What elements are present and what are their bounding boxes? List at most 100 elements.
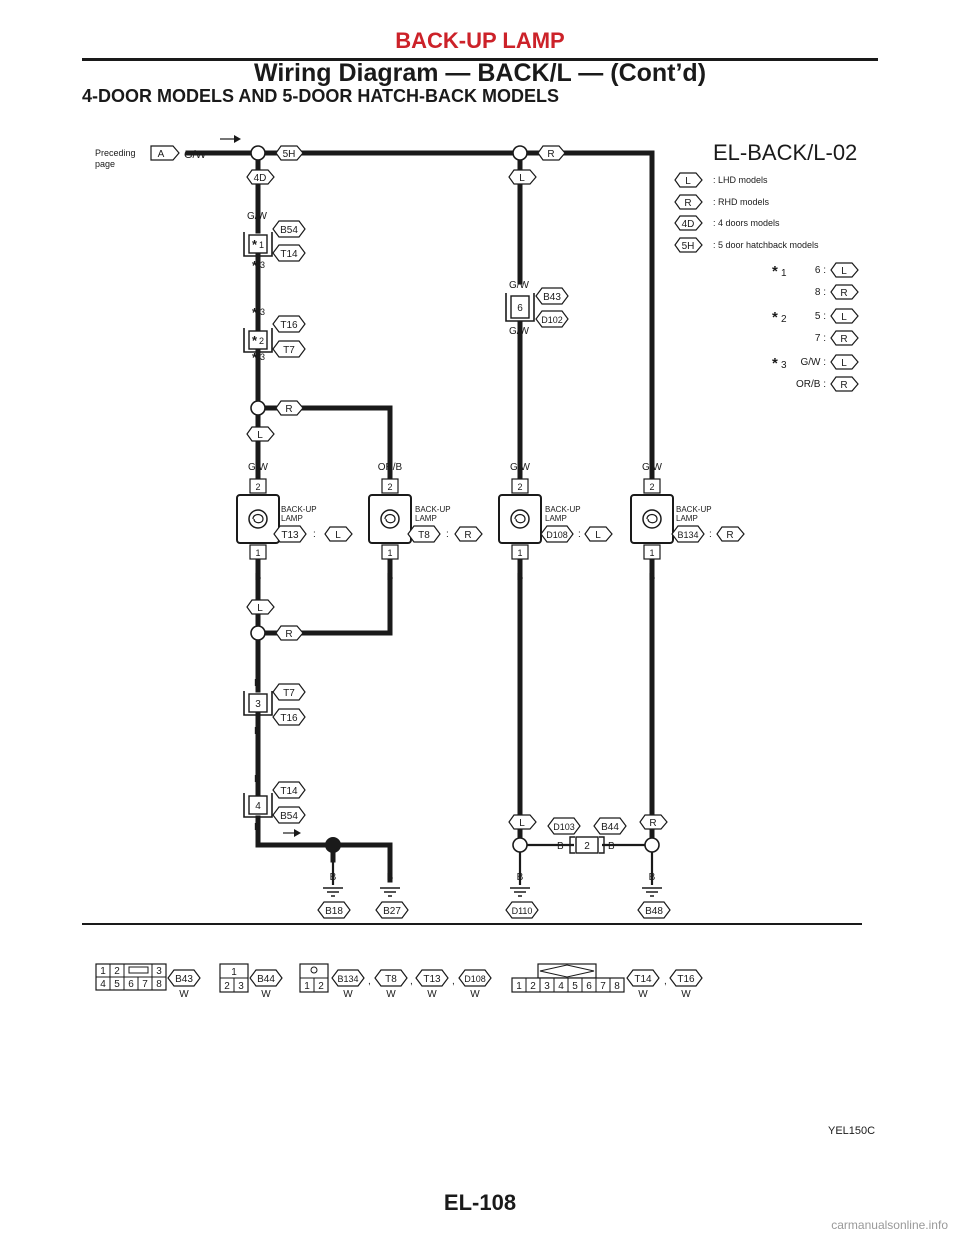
conn-tag-b44: B44 <box>593 817 627 835</box>
connector-b54-t14: *1 <box>243 232 273 257</box>
svg-text:6: 6 <box>586 981 592 992</box>
svg-text:T14: T14 <box>634 974 652 985</box>
svg-text:: 5 door hatchback models: : 5 door hatchback models <box>713 240 819 250</box>
svg-text:1: 1 <box>304 981 310 992</box>
watermark: carmanualsonline.info <box>831 1218 948 1232</box>
svg-text:L: L <box>841 358 847 369</box>
svg-text:1: 1 <box>781 268 787 279</box>
svg-text:2: 2 <box>114 966 120 977</box>
connector-t14-b54: 4 <box>243 793 273 818</box>
splice-node <box>512 837 528 853</box>
svg-text:2: 2 <box>517 482 522 492</box>
svg-text:B: B <box>387 572 394 583</box>
svg-text:5H: 5H <box>682 241 695 252</box>
svg-text:B18: B18 <box>325 906 343 917</box>
splice-node <box>512 145 528 161</box>
svg-text:7 :: 7 : <box>815 333 826 344</box>
figure-code: YEL150C <box>828 1125 876 1137</box>
svg-text:5H: 5H <box>283 149 296 160</box>
svg-text:D103: D103 <box>553 822 575 832</box>
svg-text:5: 5 <box>114 979 120 990</box>
svg-text:B134: B134 <box>337 974 358 984</box>
svg-text:BACK-UP: BACK-UP <box>545 505 581 514</box>
models-title: 4-DOOR MODELS AND 5-DOOR HATCH-BACK MODE… <box>82 86 559 106</box>
tag-r: R <box>275 625 304 641</box>
connector-t7-t16: 3 <box>243 691 273 716</box>
svg-text:6: 6 <box>517 303 523 314</box>
svg-text:5: 5 <box>572 981 578 992</box>
svg-text:3: 3 <box>238 981 244 992</box>
svg-text:3: 3 <box>781 360 787 371</box>
wire-label: B <box>608 841 615 852</box>
svg-text:B134: B134 <box>677 530 698 540</box>
tag-r: R <box>639 814 668 830</box>
preceding-page-label-2: page <box>95 159 115 169</box>
wire-label: G/W <box>509 326 530 337</box>
svg-text:1: 1 <box>387 548 392 558</box>
svg-text:L: L <box>519 173 525 184</box>
diagram-code: EL-BACK/L-02 <box>713 140 857 165</box>
conn-tag-t16: T16 <box>272 315 306 333</box>
conn-tag-t14: T14 <box>272 244 306 262</box>
svg-text:3: 3 <box>544 981 550 992</box>
splice-node <box>250 625 266 641</box>
svg-text:D108: D108 <box>464 974 486 984</box>
svg-text:T14: T14 <box>280 249 298 260</box>
svg-text:2: 2 <box>530 981 536 992</box>
svg-text:BACK-UP: BACK-UP <box>281 505 317 514</box>
svg-text:8: 8 <box>614 981 620 992</box>
svg-text:OR/B :: OR/B : <box>796 379 826 390</box>
svg-text:,: , <box>368 976 371 987</box>
svg-text:LAMP: LAMP <box>545 514 567 523</box>
ground-b48: B B48 <box>637 872 671 919</box>
svg-text:T16: T16 <box>280 713 298 724</box>
star-notes: *1 6 : L 8 : R *2 5 : L 7 : R *3 G/W : L… <box>772 262 859 392</box>
wire-label: B <box>254 726 261 737</box>
svg-text:5 :: 5 : <box>815 311 826 322</box>
svg-text:T7: T7 <box>283 688 295 699</box>
conn-tag-t7: T7 <box>272 683 306 701</box>
svg-text:6: 6 <box>128 979 134 990</box>
svg-text:D110: D110 <box>512 906 533 916</box>
svg-text:T13: T13 <box>281 530 299 541</box>
preceding-page-label: Preceding <box>95 148 136 158</box>
svg-text:R: R <box>840 380 847 391</box>
svg-text:L: L <box>685 176 691 187</box>
svg-text:1: 1 <box>516 981 522 992</box>
backup-lamp-rhd-b134: G/W 2 1 BACK-UP LAMP B134 : R B <box>630 462 745 583</box>
tag-5h: 5H <box>275 145 304 161</box>
ref-letter: A <box>158 149 165 160</box>
svg-text:W: W <box>261 989 271 1000</box>
svg-text:D108: D108 <box>546 530 568 540</box>
svg-text::: : <box>578 529 581 540</box>
svg-text:T8: T8 <box>385 974 397 985</box>
svg-text:B27: B27 <box>383 906 401 917</box>
conn-tag-t7: T7 <box>272 340 306 358</box>
splice-node <box>644 837 660 853</box>
svg-text:*: * <box>772 355 778 372</box>
svg-text:G/W :: G/W : <box>800 357 826 368</box>
svg-text:4D: 4D <box>682 219 695 230</box>
svg-text:3: 3 <box>255 699 261 710</box>
backup-lamp-rhd-t8: OR/B 2 1 BACK-UP LAMP T8 : R B <box>368 462 483 583</box>
wire-label: B <box>254 774 261 785</box>
svg-text:B: B <box>649 872 656 883</box>
flow-arrow-icon <box>283 829 301 837</box>
svg-text:*: * <box>252 237 258 252</box>
svg-text:R: R <box>547 149 554 160</box>
star-3-label: *3 <box>252 258 265 273</box>
svg-text:*: * <box>252 305 258 320</box>
splice-node <box>250 400 266 416</box>
svg-text:L: L <box>841 312 847 323</box>
conn-tag-b54: B54 <box>272 806 306 824</box>
svg-text:R: R <box>285 629 292 640</box>
ref-a-arrow-tag: A <box>150 145 180 161</box>
tag-l: L <box>246 426 275 442</box>
svg-text::: : <box>313 529 316 540</box>
star-3-label: *3 <box>252 305 265 320</box>
svg-text:,: , <box>410 976 413 987</box>
svg-text:B44: B44 <box>601 822 619 833</box>
connector-view-b43: 1 2 3 4 5 6 7 8 B43 W <box>95 963 201 1000</box>
svg-text:BACK-UP: BACK-UP <box>676 505 712 514</box>
svg-text:7: 7 <box>600 981 606 992</box>
